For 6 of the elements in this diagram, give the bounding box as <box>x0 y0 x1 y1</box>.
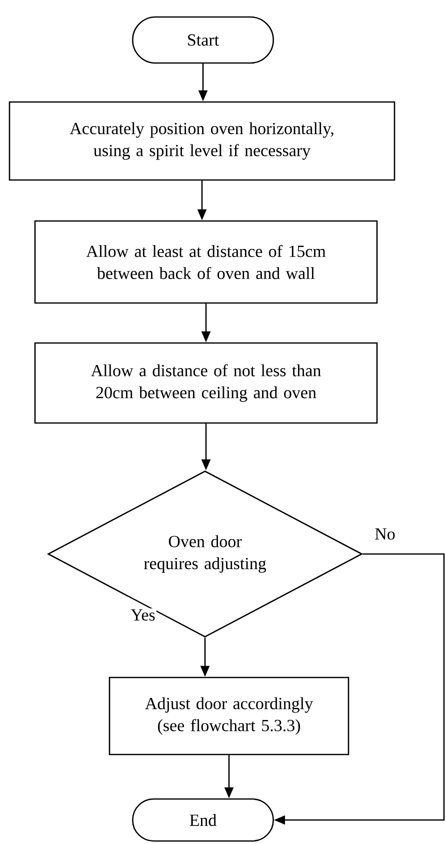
process-box: Allow a distance of not less than 20cm between ceiling and oven <box>34 342 378 424</box>
edge-label: No <box>374 527 396 541</box>
process-box: Adjust door accordingly (see flowchart 5.3.3) <box>108 676 350 756</box>
edge-label: Yes <box>130 608 156 622</box>
process-box: Accurately position oven horizontally, using a spirit level if necessary <box>8 101 396 181</box>
process-box: Allow at least at distance of 15cm between back of oven and wall <box>34 220 378 304</box>
